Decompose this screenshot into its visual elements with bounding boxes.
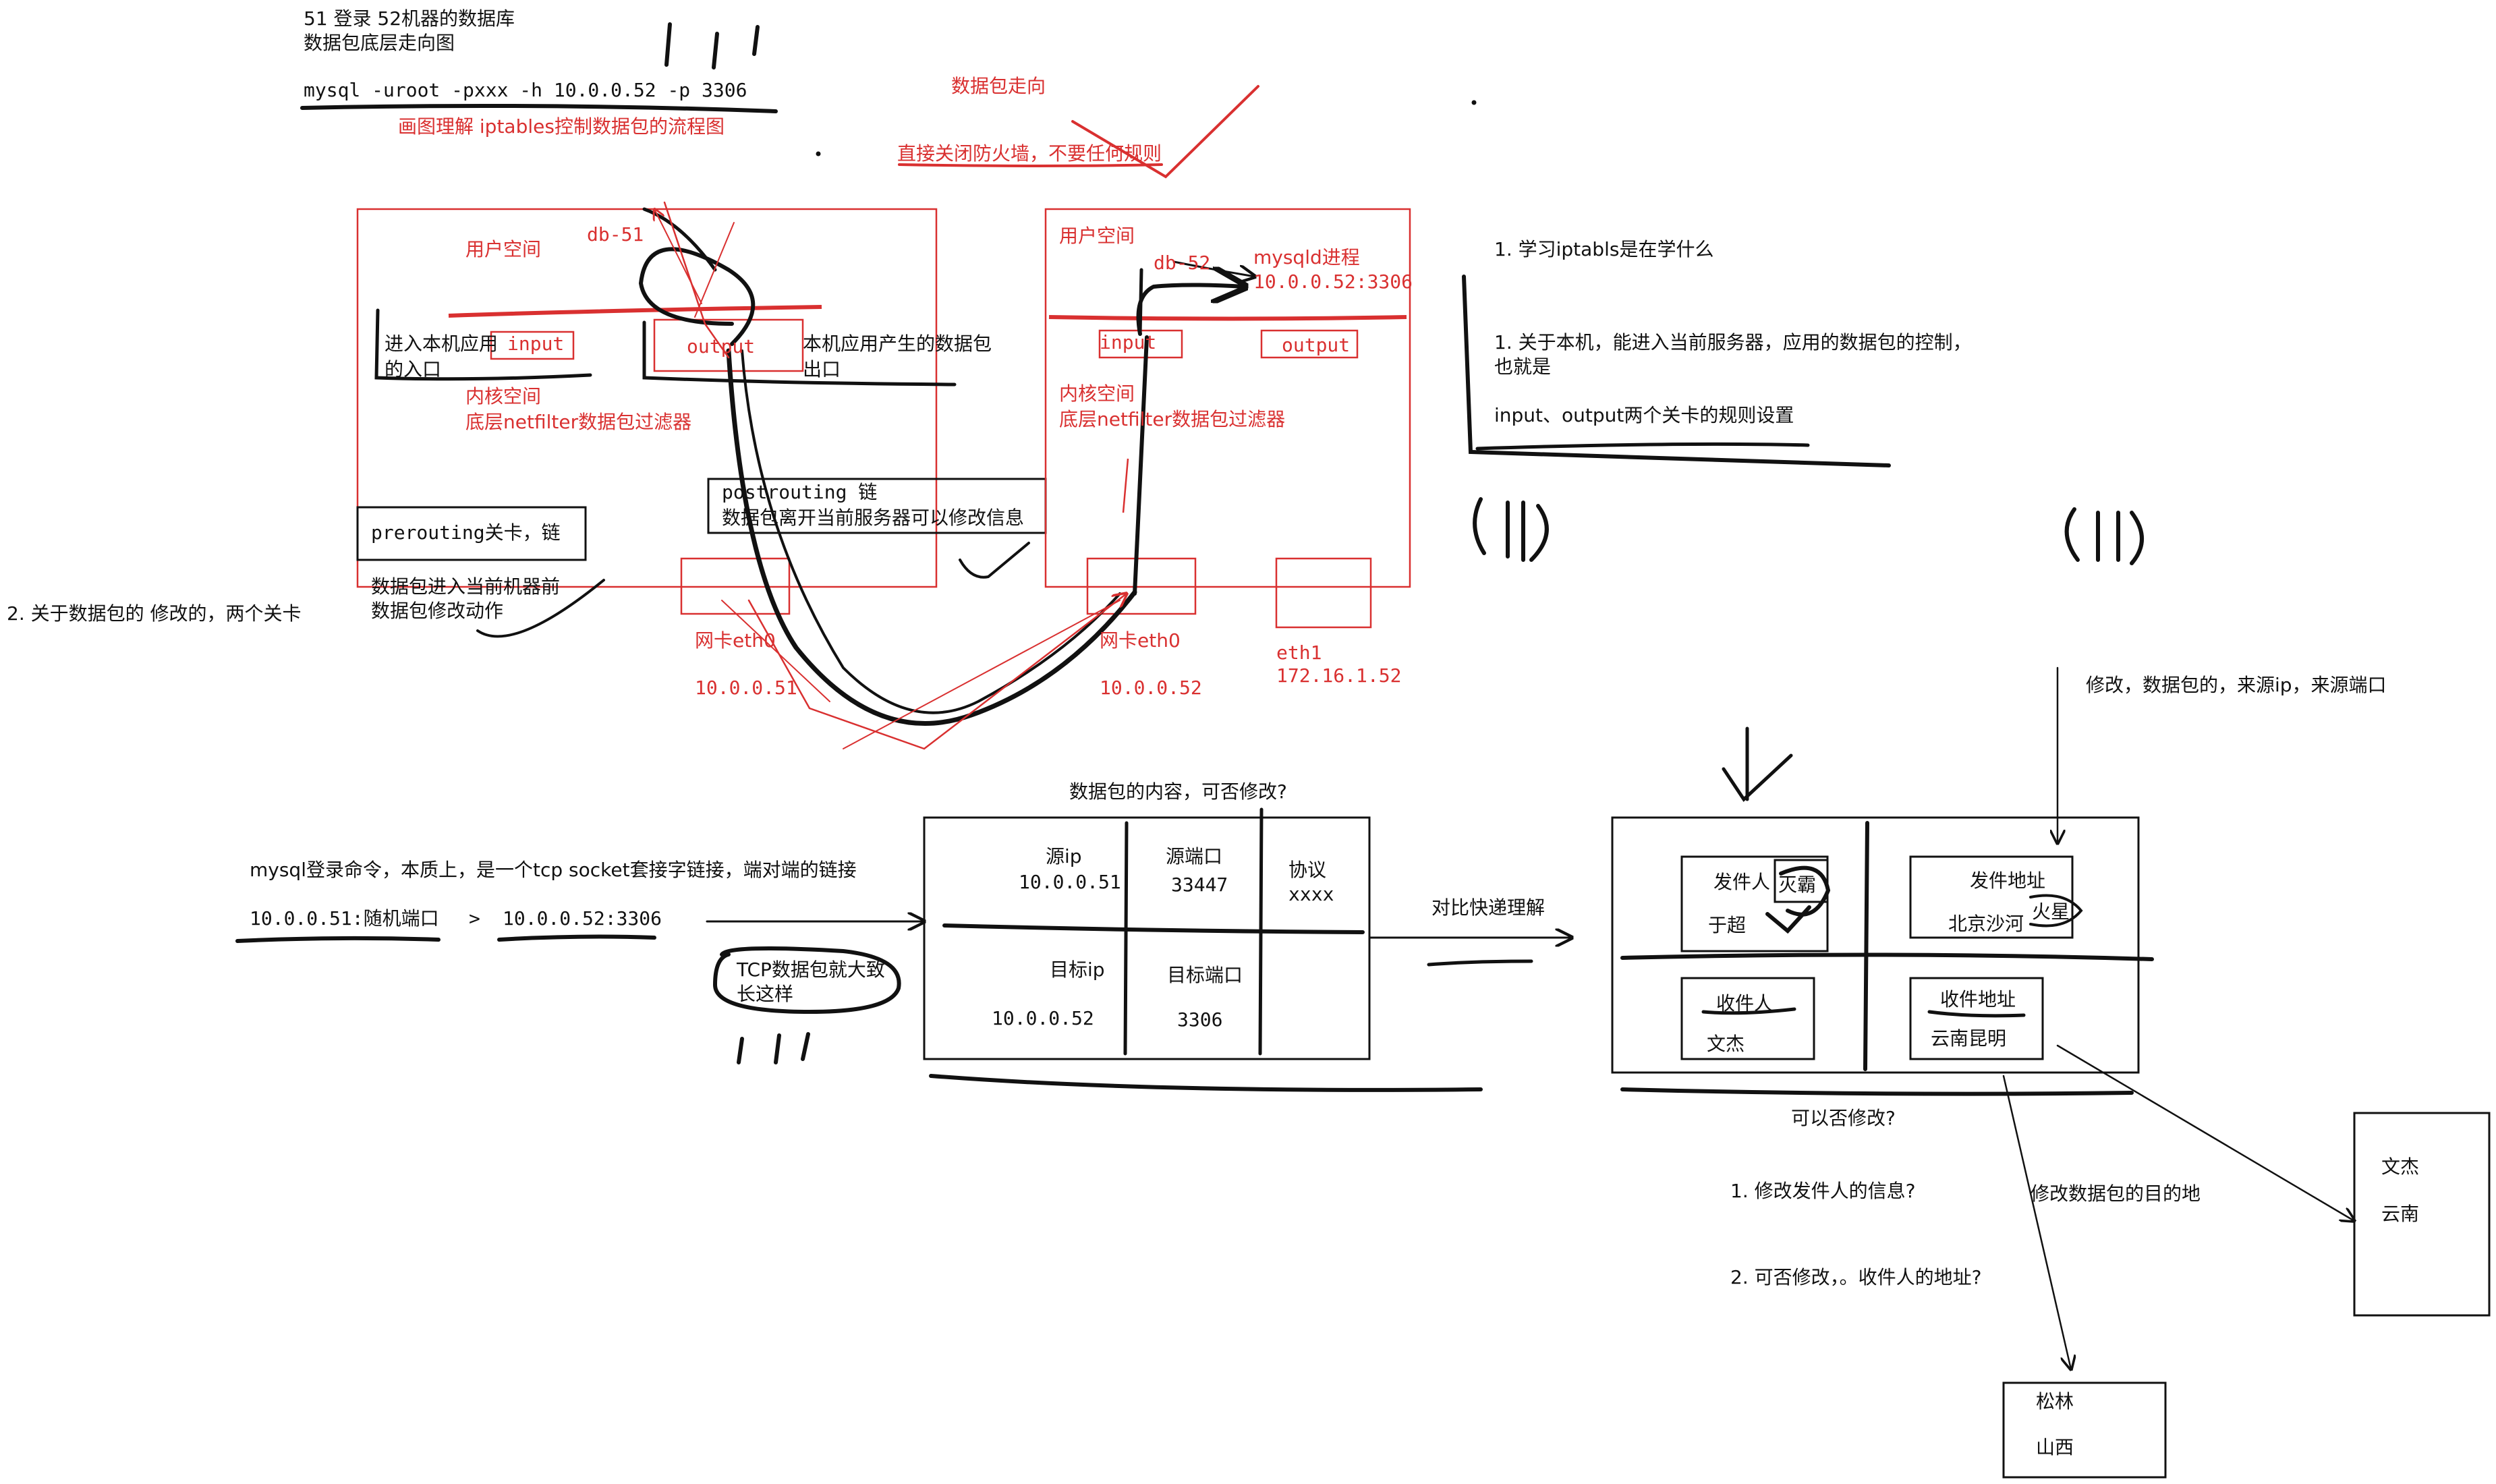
- express-dest-b-2: 云南: [2381, 1203, 2420, 1225]
- express-sender-addr-label: 发件地址: [1970, 869, 2046, 892]
- host51-user-space: 用户空间: [465, 238, 542, 260]
- host52-nic: 网卡eth0: [1100, 629, 1181, 652]
- flow-label: 数据包走向: [951, 75, 1046, 97]
- host52-eth1-ip: 172.16.1.52: [1276, 664, 1402, 687]
- express-sender-addr-new: 火星: [2032, 901, 2070, 923]
- host51-prerouting: prerouting关卡，链: [371, 521, 561, 544]
- host52-mysqld-2: 10.0.0.52:3306: [1253, 270, 1413, 293]
- tcp-strokes: [235, 921, 924, 1064]
- right-note-4: input、output两个关卡的规则设置: [1494, 404, 1794, 426]
- packet-src-ip: 10.0.0.51: [1019, 871, 1121, 893]
- host52-user-space: 用户空间: [1059, 225, 1135, 247]
- right-note-1: 1. 学习iptabls是在学什么: [1494, 238, 1714, 260]
- packet-flow-red: [654, 201, 1127, 750]
- tcp-arrow: >: [469, 907, 480, 930]
- packet-proto: xxxx: [1288, 883, 1334, 905]
- host51-nic: 网卡eth0: [695, 629, 776, 652]
- packet-src-port: 33447: [1171, 874, 1228, 896]
- host-52-kernel-divider: [1048, 315, 1407, 321]
- packet-table-strokes: [923, 807, 1572, 1092]
- tcp-note: mysql登录命令，本质上，是一个tcp socket套接字链接，端对端的链接: [250, 859, 857, 881]
- firewall-note: 直接关闭防火墙，不要任何规则: [897, 142, 1162, 165]
- right-note-2: 1. 关于本机，能进入当前服务器，应用的数据包的控制，: [1494, 331, 1972, 353]
- host52-ip: 10.0.0.52: [1100, 677, 1202, 699]
- host52-eth1: eth1: [1276, 641, 1322, 664]
- host52-kernel-2: 底层netfilter数据包过滤器: [1059, 408, 1286, 430]
- express-receiver: 文杰: [1707, 1033, 1745, 1055]
- host51-input-desc-2: 的入口: [385, 358, 442, 380]
- header-line-1: 51 登录 52机器的数据库: [304, 7, 515, 30]
- express-receiver-addr: 云南昆明: [1931, 1027, 2007, 1050]
- host52-input-chain: input: [1100, 331, 1157, 353]
- express-strokes: [1611, 666, 2491, 1479]
- header-line-2: 数据包底层走向图: [304, 32, 455, 54]
- tcp-bubble-1: TCP数据包就大致: [737, 959, 885, 981]
- host-52-black-strokes: [1133, 260, 1255, 596]
- express-dest-a-1: 松林: [2036, 1390, 2074, 1412]
- host51-output-chain: output: [687, 335, 756, 358]
- tcp-dst: 10.0.0.52:3306: [503, 907, 662, 930]
- express-sender-addr: 北京沙河: [1948, 913, 2024, 935]
- host51-db: db-51: [587, 223, 644, 246]
- host51-kernel-1: 内核空间: [465, 385, 542, 407]
- packet-dst-port: 3306: [1177, 1008, 1223, 1031]
- header-strokes: [300, 22, 1477, 156]
- express-compare: 对比快递理解: [1431, 896, 1545, 919]
- express-receiver-addr-label: 收件地址: [1940, 988, 2016, 1010]
- express-q1: 1. 修改发件人的信息?: [1730, 1180, 1916, 1202]
- express-receiver-label: 收件人: [1716, 992, 1774, 1015]
- express-sender: 于超: [1708, 914, 1747, 936]
- packet-dst-ip-label: 目标ip: [1050, 959, 1105, 981]
- host51-ip: 10.0.0.51: [695, 677, 797, 699]
- packet-src-ip-label: 源ip: [1046, 845, 1082, 867]
- host52-kernel-1: 内核空间: [1059, 382, 1135, 405]
- right-note-3: 也就是: [1494, 355, 1552, 378]
- packet-flow-black: [638, 207, 1137, 726]
- left-note: 2. 关于数据包的 修改的，两个关卡: [7, 602, 302, 625]
- express-sender-new: 灭霸: [1778, 874, 1817, 896]
- host51-output-desc-1: 本机应用产生的数据包: [803, 333, 992, 355]
- host51-prerouting-desc-2: 数据包修改动作: [371, 600, 504, 622]
- host51-input-chain: input: [507, 333, 565, 355]
- header-caption: 画图理解 iptables控制数据包的流程图: [398, 115, 725, 138]
- express-can-modify: 可以否修改?: [1791, 1107, 1896, 1129]
- host-51-kernel-divider: [448, 305, 822, 318]
- host51-input-desc-1: 进入本机应用: [385, 333, 499, 355]
- packet-question: 数据包的内容，可否修改?: [1069, 780, 1287, 803]
- host52-output-chain: output: [1282, 334, 1351, 356]
- host52-mysqld-1: mysqld进程: [1253, 246, 1360, 268]
- host51-output-desc-2: 出口: [803, 358, 841, 380]
- express-sender-label: 发件人: [1713, 871, 1771, 893]
- packet-src-port-label: 源端口: [1166, 845, 1223, 867]
- host52-db: db-52: [1154, 252, 1211, 274]
- packet-proto-label: 协议: [1288, 859, 1327, 881]
- tcp-bubble-2: 长这样: [737, 983, 794, 1005]
- tcp-src: 10.0.0.51:随机端口: [250, 907, 439, 930]
- host51-postrouting-1: postrouting 链: [722, 481, 878, 503]
- host51-kernel-2: 底层netfilter数据包过滤器: [465, 411, 692, 433]
- right-notes-strokes: [1462, 275, 2144, 565]
- express-modify-dst: 修改数据包的目的地: [2031, 1182, 2201, 1205]
- firewall-check-mark: [898, 85, 1259, 179]
- packet-dst-port-label: 目标端口: [1167, 964, 1243, 986]
- packet-dst-ip: 10.0.0.52: [992, 1007, 1094, 1029]
- header-command: mysql -uroot -pxxx -h 10.0.0.52 -p 3306: [304, 79, 747, 101]
- express-dest-b-1: 文杰: [2381, 1155, 2420, 1178]
- host51-prerouting-desc-1: 数据包进入当前机器前: [371, 575, 561, 598]
- express-q2: 2. 可否修改，。收件人的地址?: [1730, 1266, 1982, 1288]
- host51-postrouting-2: 数据包离开当前服务器可以修改信息: [722, 507, 1025, 529]
- express-modify-src: 修改，数据包的，来源ip，来源端口: [2086, 674, 2387, 696]
- express-dest-a-2: 山西: [2036, 1436, 2074, 1458]
